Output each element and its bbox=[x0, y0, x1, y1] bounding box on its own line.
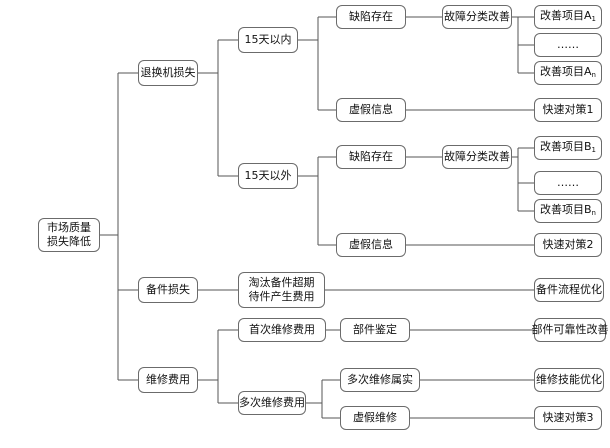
quick-action-1: 快速对策1 bbox=[534, 98, 602, 122]
within-15-days: 15天以内 bbox=[238, 27, 298, 53]
improve-item-a1: 改善项目A1 bbox=[534, 5, 602, 29]
part-inspection: 部件鉴定 bbox=[340, 318, 410, 342]
fault-classify-2: 故障分类改善 bbox=[442, 145, 512, 169]
false-repair: 虚假维修 bbox=[340, 406, 410, 430]
improve-item-an: 改善项目An bbox=[534, 61, 602, 85]
branch-returns: 退换机损失 bbox=[138, 60, 198, 86]
improve-item-an-label: 改善项目A bbox=[540, 64, 592, 78]
false-info-2: 虚假信息 bbox=[336, 233, 406, 257]
improve-item-a1-label: 改善项目A bbox=[540, 8, 592, 22]
improve-item-b1-label: 改善项目B bbox=[539, 139, 592, 153]
fault-classify-1: 故障分类改善 bbox=[442, 5, 512, 29]
improve-item-a1-sub: 1 bbox=[591, 14, 596, 23]
multiple-repair-cost: 多次维修费用 bbox=[238, 391, 306, 415]
first-repair-cost: 首次维修费用 bbox=[238, 318, 326, 342]
branch-spares: 备件损失 bbox=[138, 277, 198, 303]
defect-exists-2: 缺陷存在 bbox=[336, 145, 406, 169]
improve-item-bn-label: 改善项目B bbox=[540, 202, 592, 216]
improve-item-a-ellipsis: …… bbox=[534, 33, 602, 57]
part-reliability-improvement: 部件可靠性改善 bbox=[532, 318, 609, 342]
quick-action-2: 快速对策2 bbox=[534, 233, 602, 257]
root-line1: 市场质量 bbox=[47, 221, 91, 234]
branch-repair: 维修费用 bbox=[138, 367, 198, 393]
improve-item-an-sub: n bbox=[591, 70, 596, 79]
spares-process-optimization: 备件流程优化 bbox=[534, 278, 604, 302]
defect-exists-1: 缺陷存在 bbox=[336, 5, 406, 29]
repair-skill-optimization: 维修技能优化 bbox=[534, 368, 604, 392]
improve-item-b-ellipsis: …… bbox=[534, 171, 602, 195]
obsolete-spares-line2: 待件产生费用 bbox=[248, 290, 315, 303]
improve-item-b1: 改善项目B1 bbox=[534, 136, 602, 160]
root-node: 市场质量 损失降低 bbox=[38, 218, 100, 252]
quick-action-3: 快速对策3 bbox=[534, 406, 602, 430]
improve-item-b1-sub: 1 bbox=[591, 145, 596, 154]
false-info-1: 虚假信息 bbox=[336, 98, 406, 122]
root-line2: 损失降低 bbox=[47, 235, 91, 248]
obsolete-spares-cost: 淘汰备件超期 待件产生费用 bbox=[238, 272, 325, 308]
over-15-days: 15天以外 bbox=[238, 163, 298, 189]
improve-item-bn: 改善项目Bn bbox=[534, 199, 602, 223]
improve-item-bn-sub: n bbox=[591, 208, 596, 217]
obsolete-spares-line1: 淘汰备件超期 bbox=[248, 276, 315, 289]
multiple-repair-confirmed: 多次维修属实 bbox=[340, 368, 420, 392]
